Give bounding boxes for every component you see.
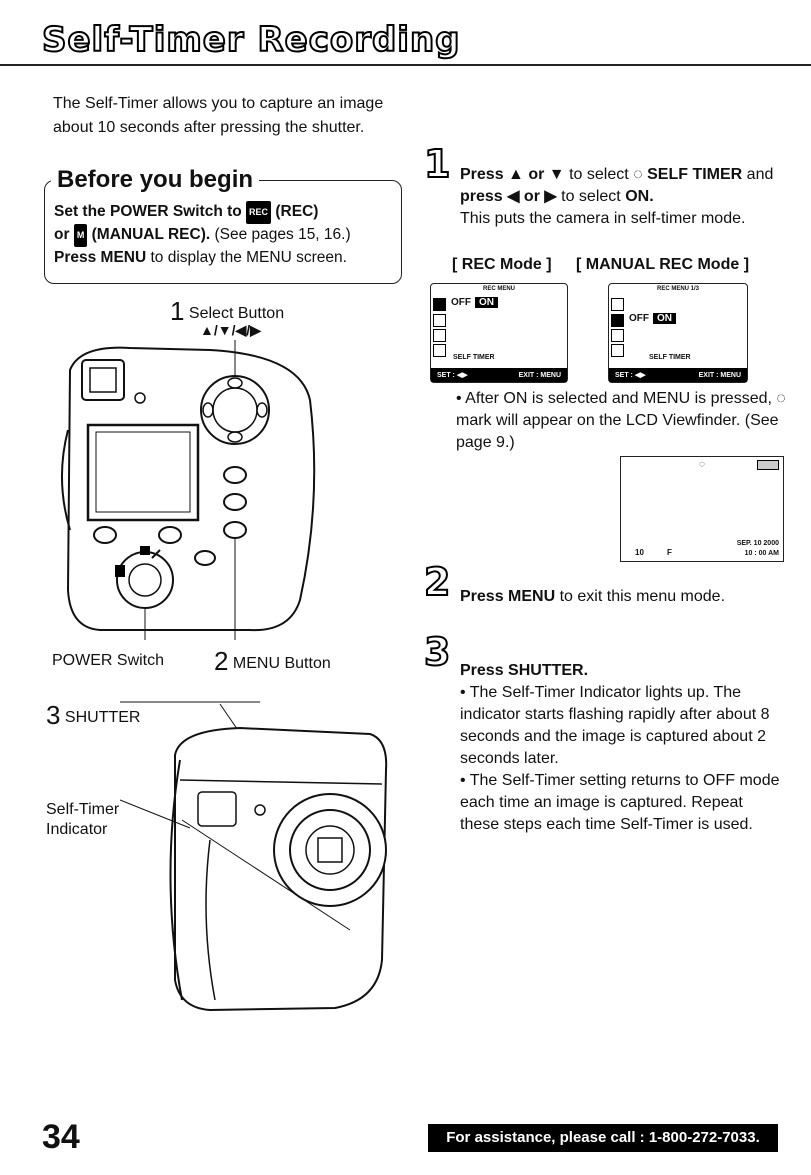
manual-menu-title: REC MENU 1/3 xyxy=(656,286,699,292)
step-2-number: 2 xyxy=(423,559,451,605)
battery-icon xyxy=(757,460,779,470)
shutter-label: 3 SHUTTER xyxy=(46,700,141,730)
self-timer-icon: ◌ xyxy=(699,459,705,470)
self-timer-icon: ◌ xyxy=(776,390,786,407)
manual-menu-icon-4 xyxy=(611,344,624,357)
clock-menu-icon xyxy=(433,344,446,357)
lcd-count: 10 xyxy=(635,548,644,557)
manual-self-timer-label: SELF TIMER xyxy=(649,354,691,361)
select-arrows-label: ▲/▼/◀/▶ xyxy=(200,322,261,338)
rec-mode-icon: REC xyxy=(246,201,272,224)
before-t5: (See pages 15, 16.) xyxy=(214,226,351,243)
step-3-heading: Press SHUTTER. xyxy=(460,662,589,679)
menu-button-label: 2 MENU Button xyxy=(214,646,331,676)
lcd-date: SEP. 10 2000 xyxy=(736,540,779,547)
before-t6: Press MENU xyxy=(54,249,147,266)
manual-rec-mode-label: [ MANUAL REC Mode ] xyxy=(576,256,750,273)
step-1-text: Press ▲ or ▼ to select ◌ SELF TIMER and … xyxy=(460,166,774,227)
left-arrow-icon: ◀ xyxy=(507,188,520,205)
before-t2: (REC) xyxy=(275,203,319,220)
rec-screen-bar: SET : ◀▶ EXIT : MENU xyxy=(431,368,567,382)
lcd-time: 10 : 00 AM xyxy=(744,550,779,557)
timer-menu-icon xyxy=(611,314,624,327)
self-timer-indicator-label: Self-Timer Indicator xyxy=(46,801,120,838)
down-arrow-icon: ▼ xyxy=(548,166,565,183)
before-heading: Before you begin xyxy=(51,166,260,194)
help-bar: For assistance, please call : 1-800-272-… xyxy=(428,1124,778,1152)
manual-screen-bar: SET : ◀▶ EXIT : MENU xyxy=(609,368,747,382)
page-title: Self-Timer Recording xyxy=(41,19,461,61)
before-text: Set the POWER Switch to REC (REC) or M (… xyxy=(54,201,394,268)
camera-back-illustration xyxy=(60,340,316,640)
step-2-text: Press MENU to exit this menu mode. xyxy=(460,588,726,605)
select-button-label: 1 Select Button xyxy=(170,296,285,326)
manual-menu-icon-3 xyxy=(611,329,624,342)
step-3-bullet-1: • The Self-Timer Indicator lights up. Th… xyxy=(460,684,770,767)
title-rule xyxy=(0,64,811,66)
before-t3: or xyxy=(54,226,70,243)
rec-menu-title: REC MENU xyxy=(482,286,515,292)
rec-mode-label: [ REC Mode ] xyxy=(452,256,552,273)
rec-self-timer-label: SELF TIMER xyxy=(453,354,495,361)
before-t7: to display the MENU screen. xyxy=(150,249,347,266)
manual-rec-icon: M xyxy=(73,224,88,247)
power-switch-label: POWER Switch xyxy=(52,652,165,669)
step-3-number: 3 xyxy=(423,629,451,675)
page-number: 34 xyxy=(42,1118,80,1156)
self-timer-icon: ◌ xyxy=(633,166,643,183)
timer-menu-icon xyxy=(433,298,446,311)
lcd-viewfinder: ◌ 10 F SEP. 10 2000 10 : 00 AM xyxy=(620,456,784,562)
step-3-bullet-2: • The Self-Timer setting returns to OFF … xyxy=(460,772,780,833)
manual-menu-icon-1 xyxy=(611,298,624,311)
before-you-begin-box: Before you begin Set the POWER Switch to… xyxy=(44,166,402,284)
sun-menu-icon xyxy=(433,314,446,327)
intro-text: The Self-Timer allows you to capture an … xyxy=(53,95,384,136)
up-arrow-icon: ▲ xyxy=(508,166,524,183)
right-arrow-icon: ▶ xyxy=(544,188,557,205)
camera-front-illustration xyxy=(120,701,388,1012)
before-t4: (MANUAL REC). xyxy=(91,226,211,243)
step-1-number: 1 xyxy=(423,141,451,187)
flash-menu-icon xyxy=(433,329,446,342)
lcd-quality: F xyxy=(667,548,672,557)
step-1-bullet: • After ON is selected and MENU is press… xyxy=(456,390,786,451)
before-t1: Set the POWER Switch to xyxy=(54,203,242,220)
